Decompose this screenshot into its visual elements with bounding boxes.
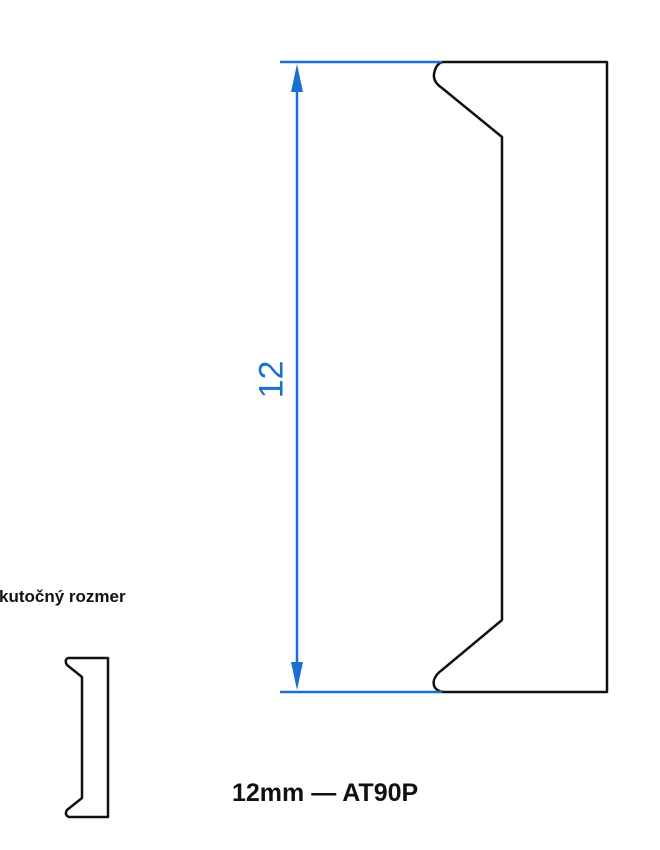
dimension-value: 12 — [252, 360, 291, 399]
arrow-up-icon — [291, 64, 303, 92]
profile-outline-large — [432, 60, 609, 694]
drawing-caption: 12mm — AT90P — [232, 779, 419, 807]
arrow-down-icon — [291, 662, 303, 690]
actual-size-label: kutočný rozmer — [0, 587, 126, 606]
profile-outline-small — [64, 656, 110, 819]
